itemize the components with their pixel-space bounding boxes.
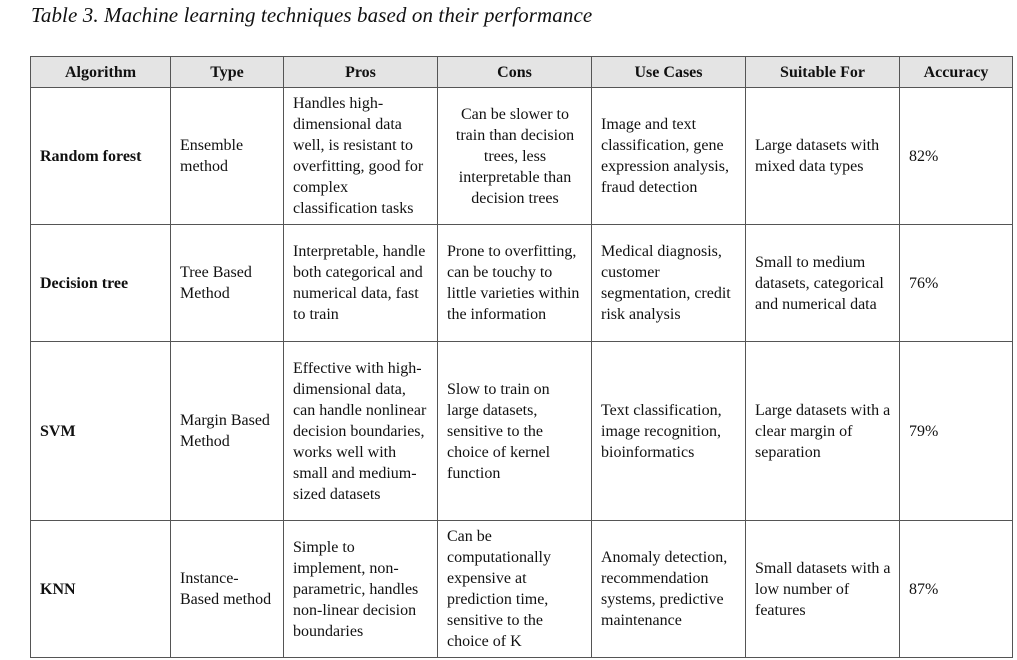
- cell-accuracy: 87%: [899, 520, 1013, 658]
- table-row: Random forest Ensemble method Handles hi…: [30, 87, 1013, 225]
- header-algorithm: Algorithm: [30, 56, 171, 88]
- cell-cons: Can be slower to train than decision tre…: [437, 87, 592, 225]
- cell-pros: Interpretable, handle both categorical a…: [283, 224, 438, 342]
- cell-accuracy: 76%: [899, 224, 1013, 342]
- header-pros: Pros: [283, 56, 438, 88]
- cell-type: Instance-Based method: [170, 520, 284, 658]
- ml-techniques-table: Algorithm Type Pros Cons Use Cases Suita…: [30, 56, 1013, 658]
- cell-use-cases: Text classification, image recognition, …: [591, 341, 746, 521]
- header-cons: Cons: [437, 56, 592, 88]
- cell-suitable-for: Small to medium datasets, categorical an…: [745, 224, 900, 342]
- cell-cons: Slow to train on large datasets, sensiti…: [437, 341, 592, 521]
- table-row: Decision tree Tree Based Method Interpre…: [30, 224, 1013, 342]
- cell-accuracy: 82%: [899, 87, 1013, 225]
- table-row: SVM Margin Based Method Effective with h…: [30, 341, 1013, 521]
- cell-use-cases: Medical diagnosis, customer segmentation…: [591, 224, 746, 342]
- header-suitable-for: Suitable For: [745, 56, 900, 88]
- cell-use-cases: Image and text classification, gene expr…: [591, 87, 746, 225]
- cell-algorithm: SVM: [30, 341, 171, 521]
- header-accuracy: Accuracy: [899, 56, 1013, 88]
- cell-algorithm: KNN: [30, 520, 171, 658]
- cell-type: Tree Based Method: [170, 224, 284, 342]
- cell-type: Ensemble method: [170, 87, 284, 225]
- cell-pros: Simple to implement, non-parametric, han…: [283, 520, 438, 658]
- cell-suitable-for: Large datasets with mixed data types: [745, 87, 900, 225]
- cell-accuracy: 79%: [899, 341, 1013, 521]
- header-use-cases: Use Cases: [591, 56, 746, 88]
- cell-algorithm: Random forest: [30, 87, 171, 225]
- cell-algorithm: Decision tree: [30, 224, 171, 342]
- cell-cons: Can be computationally expensive at pred…: [437, 520, 592, 658]
- header-type: Type: [170, 56, 284, 88]
- cell-use-cases: Anomaly detection, recommendation system…: [591, 520, 746, 658]
- table-row: KNN Instance-Based method Simple to impl…: [30, 520, 1013, 658]
- header-row: Algorithm Type Pros Cons Use Cases Suita…: [30, 56, 1013, 88]
- cell-cons: Prone to overfitting, can be touchy to l…: [437, 224, 592, 342]
- cell-type: Margin Based Method: [170, 341, 284, 521]
- table-caption: Table 3. Machine learning techniques bas…: [31, 3, 593, 27]
- cell-suitable-for: Large datasets with a clear margin of se…: [745, 341, 900, 521]
- cell-pros: Handles high-dimensional data well, is r…: [283, 87, 438, 225]
- cell-pros: Effective with high-dimensional data, ca…: [283, 341, 438, 521]
- cell-suitable-for: Small datasets with a low number of feat…: [745, 520, 900, 658]
